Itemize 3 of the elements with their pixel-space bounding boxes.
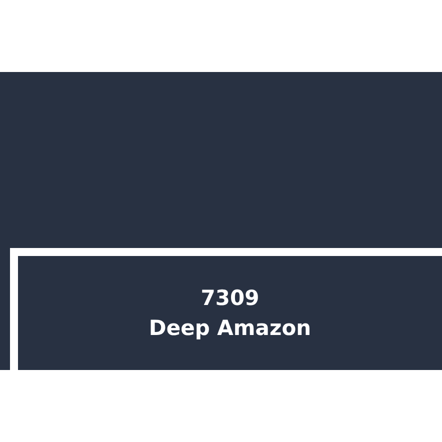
color-code: 7309 — [200, 285, 260, 312]
color-name: Deep Amazon — [148, 315, 312, 342]
color-label-panel — [10, 248, 442, 370]
